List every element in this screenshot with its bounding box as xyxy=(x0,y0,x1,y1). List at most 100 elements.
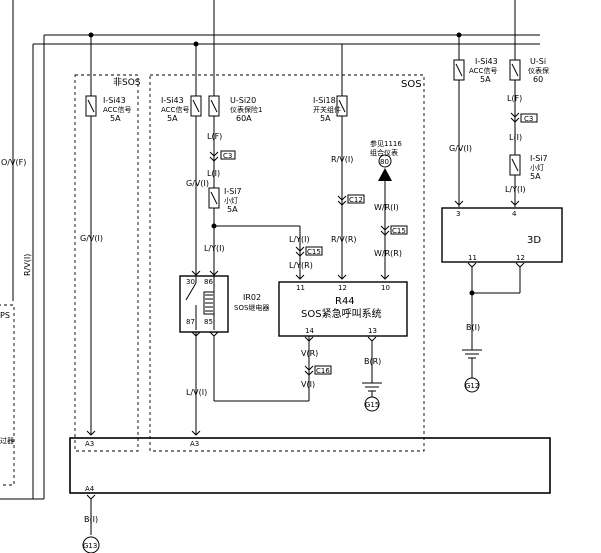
connector-c15b-box xyxy=(390,225,408,235)
fuse-f7-rating: 60 xyxy=(533,75,543,84)
top-bus-lines xyxy=(0,0,540,500)
fuse-f7-name: U-Si xyxy=(530,57,546,66)
connector-c3b-box xyxy=(520,113,538,123)
connector-c15a xyxy=(295,246,305,257)
non-sos-label: 非SOS xyxy=(113,76,141,88)
r44-pin-13: 13 xyxy=(368,327,377,335)
fuse-f4-rating: 5A xyxy=(227,205,238,214)
reference-wire xyxy=(380,181,390,278)
ground-g12-label: G12 xyxy=(465,382,479,390)
wire-label-gv-i-2: G/V(I) xyxy=(186,179,209,188)
reference-line2: 组合仪表 xyxy=(370,148,398,157)
ps-region xyxy=(0,304,15,486)
relay-name: IR02 xyxy=(243,293,261,302)
relay-pin-85: 85 xyxy=(204,318,213,326)
connector-c16-box xyxy=(314,365,332,375)
3d-pin-3: 3 xyxy=(456,210,460,218)
wire-label-rv-i-mid: R/V(I) xyxy=(331,155,353,164)
relay-ir02 xyxy=(179,270,229,337)
fuse-f7-desc: 仪表保 xyxy=(528,66,549,75)
fuse-f5-desc: 开关组件 xyxy=(313,105,341,114)
fuse-f1-name: I-Si43 xyxy=(103,96,126,105)
fuse-f8-rating: 5A xyxy=(530,172,541,181)
r44-pin-11: 11 xyxy=(296,284,305,292)
left-partial-label: 过器 xyxy=(0,436,14,445)
fuse-f3-circuit xyxy=(208,0,301,278)
connector-c3b-label: C3 xyxy=(524,115,533,123)
wire-label-v-i: V(I) xyxy=(301,380,315,389)
sos-label: SOS xyxy=(401,79,422,90)
wire-label-b-i-right: B(I) xyxy=(466,323,480,332)
ps-region-label: PS xyxy=(0,311,10,320)
ground-g13-label: G13 xyxy=(83,542,97,550)
3d-name: 3D xyxy=(527,235,541,246)
r44-name: R44 xyxy=(335,296,355,307)
ground-g15-label: G15 xyxy=(365,401,379,409)
connector-c3-box xyxy=(220,150,236,160)
connector-c12-label: C12 xyxy=(349,196,363,204)
reference-num: 80 xyxy=(380,158,389,166)
relay-pin-30: 30 xyxy=(186,278,195,286)
wire-label-rv-i-left: R/V(I) xyxy=(23,254,32,276)
module-3d xyxy=(441,207,563,393)
connector-c16-label: C16 xyxy=(316,367,330,375)
fuse-f2-name: I-Si43 xyxy=(161,96,184,105)
ground-g15-circuit xyxy=(362,341,382,412)
fuse-f2-desc: ACC信号 xyxy=(161,105,189,114)
connector-c3-label: C3 xyxy=(223,152,232,160)
wire-label-wr-i: W/R(I) xyxy=(374,203,399,212)
bottom-terminal-box xyxy=(69,430,551,553)
fuse-f5-name: I-Si18 xyxy=(313,96,336,105)
fuse-f3-name: U-Si20 xyxy=(230,96,256,105)
wire-label-v-r: V(R) xyxy=(301,349,318,358)
fuse-f1-circuit xyxy=(85,35,97,435)
relay-desc: SOS继电器 xyxy=(234,303,269,312)
terminal-a4: A4 xyxy=(85,485,95,493)
fuse-f6-circuit xyxy=(453,35,465,207)
sos-region xyxy=(149,74,425,452)
3d-pin-11: 11 xyxy=(468,254,477,262)
connector-c15b-label: C15 xyxy=(392,227,406,235)
3d-pin-4: 4 xyxy=(512,210,517,218)
fuse-f3-rating: 60A xyxy=(236,114,252,123)
wire-label-wr-r: W/R(R) xyxy=(374,249,402,258)
3d-pin-12: 12 xyxy=(516,254,525,262)
fuse-f8-desc: 小灯 xyxy=(530,163,544,172)
fuse-f6-name: I-Si43 xyxy=(475,57,498,66)
fuse-f5-circuit xyxy=(336,44,348,278)
wire-label-lv-i: L/V(I) xyxy=(186,388,207,397)
non-sos-region xyxy=(74,74,139,452)
wire-label-gv-i-1: G/V(I) xyxy=(80,234,103,243)
wire-label-rv-r: R/V(R) xyxy=(331,235,357,244)
wire-label-gv-i-3: G/V(I) xyxy=(449,144,472,153)
reference-line1: 参见1116 xyxy=(370,139,402,148)
fuse-f8-name: I-Si7 xyxy=(530,154,548,163)
terminal-a3-left: A3 xyxy=(85,440,94,448)
fuse-f4-name: I-Si7 xyxy=(224,187,242,196)
fuse-f6-desc: ACC信号 xyxy=(469,66,497,75)
connector-c15a-box xyxy=(305,246,323,256)
wire-label-ly-i-3: L/Y(I) xyxy=(505,185,526,194)
wire-label-b-i-left: B(I) xyxy=(84,515,98,524)
wire-label-ly-r: L/Y(R) xyxy=(289,261,313,270)
reference-circle xyxy=(378,154,392,168)
fuse-f5-rating: 5A xyxy=(320,114,331,123)
wire-label-li-2: L(I) xyxy=(509,133,522,142)
wire-label-li-1: L(I) xyxy=(207,169,220,178)
connector-c15a-label: C15 xyxy=(307,248,321,256)
wire-label-ly-i-1: L/Y(I) xyxy=(204,244,225,253)
relay-to-r44-wire xyxy=(213,336,310,402)
wire-label-b-r: B(R) xyxy=(364,357,381,366)
fuse-f7-circuit xyxy=(509,0,521,207)
fuse-f1-rating: 5A xyxy=(110,114,121,123)
relay-pin-87: 87 xyxy=(186,318,195,326)
relay-pin-86: 86 xyxy=(204,278,213,286)
connector-c12-box xyxy=(347,194,365,204)
fuse-f2-circuit xyxy=(190,44,202,435)
fuse-f6-rating: 5A xyxy=(480,75,491,84)
wire-label-lf-2: L(F) xyxy=(507,94,522,103)
wire-label-ly-i-2: L/Y(I) xyxy=(289,235,310,244)
fuse-f2-rating: 5A xyxy=(167,114,178,123)
fuse-f4-desc: 小灯 xyxy=(224,196,238,205)
